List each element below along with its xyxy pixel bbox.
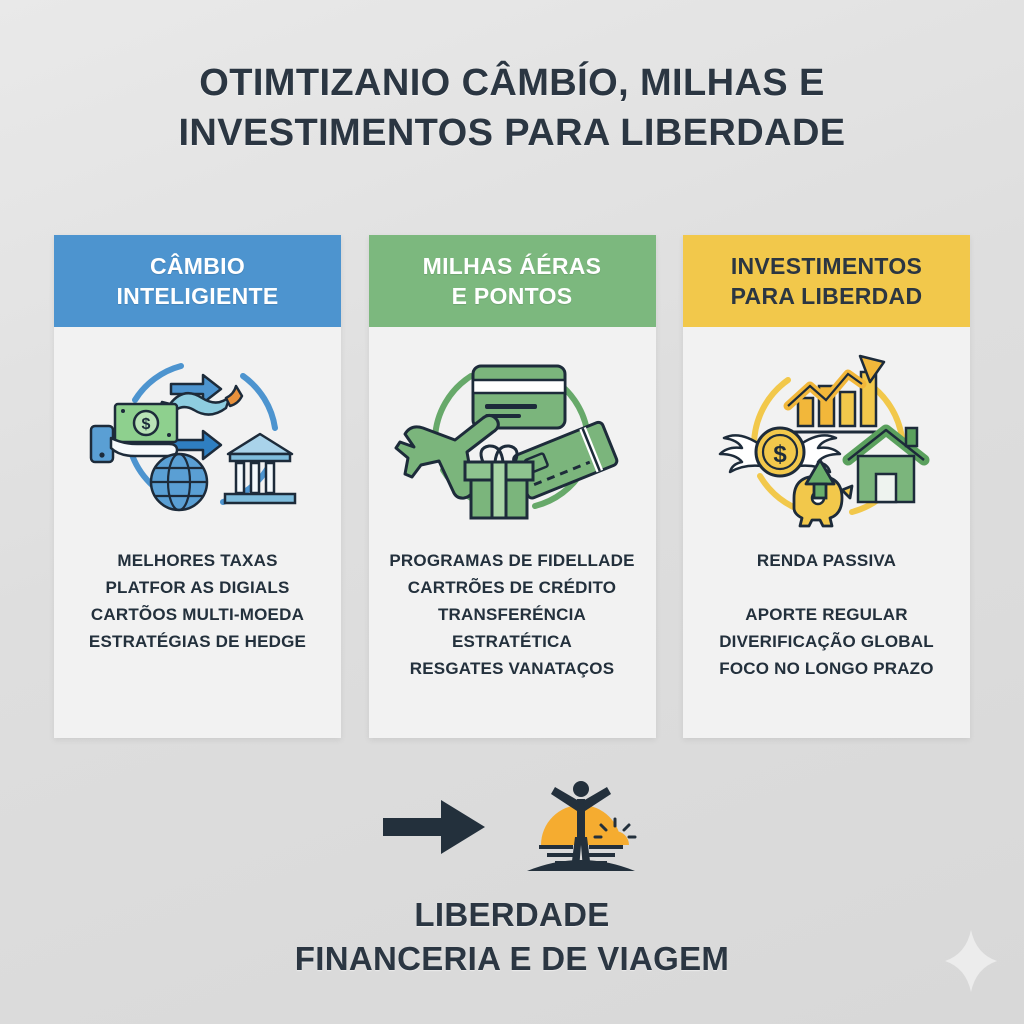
list-item: APORTE REGULAR bbox=[745, 605, 908, 624]
bank-building-icon bbox=[223, 432, 296, 505]
list-item: PLATFOR AS DIGIALS bbox=[105, 578, 290, 597]
card-cambio-header-line-1: CÂMBIO bbox=[149, 253, 246, 279]
card-cambio-header: CÂMBIO INTELIGIENTE bbox=[54, 235, 341, 327]
card-investimentos-header-line-2: PARA LIBERDAD bbox=[730, 283, 923, 309]
list-item: CARTÕOS MULTI-MOEDA bbox=[90, 605, 305, 624]
growth-bar-chart-icon bbox=[783, 354, 885, 434]
list-item: DIVERIFICAÇÃO GLOBAL bbox=[719, 632, 934, 651]
airplane-icon bbox=[394, 413, 500, 500]
currency-exchange-icon-cluster: $ bbox=[54, 327, 341, 537]
list-item: PROGRAMAS DE FIDELLADE bbox=[389, 551, 635, 570]
card-milhas-list: PROGRAMAS DE FIDELLADE CARTRÕES DE CRÉDI… bbox=[369, 537, 656, 738]
pillar-cards-row: CÂMBIO INTELIGIENTE bbox=[54, 235, 970, 738]
list-item: RESGATES VANATAÇOS bbox=[409, 659, 615, 678]
page-title-line-1: OTIMTIZANIO CÂMBÍO, MILHAS E bbox=[199, 62, 825, 104]
card-investimentos[interactable]: INVESTIMENTOS PARA LIBERDAD bbox=[683, 235, 970, 738]
miles-points-icon-cluster bbox=[369, 327, 656, 537]
person-arms-raised-sunrise-icon bbox=[517, 775, 645, 884]
outcome-row bbox=[0, 775, 1024, 884]
piggy-bank-icon bbox=[792, 458, 853, 528]
card-cambio-list: MELHORES TAXAS PLATFOR AS DIGIALS CARTÕO… bbox=[54, 537, 341, 738]
page-title-line-2: INVESTIMENTOS PARA LIBERDADE bbox=[178, 112, 846, 154]
gift-box-icon bbox=[463, 444, 535, 520]
card-investimentos-header: INVESTIMENTOS PARA LIBERDAD bbox=[683, 235, 970, 327]
list-item: CARTRÕES DE CRÉDITO bbox=[407, 578, 617, 597]
hand-holding-cash-icon: $ bbox=[89, 402, 178, 464]
card-cambio[interactable]: CÂMBIO INTELIGIENTE bbox=[54, 235, 341, 738]
list-item: RENDA PASSIVA bbox=[756, 551, 897, 570]
sparkle-icon bbox=[943, 928, 999, 994]
right-arrow-icon bbox=[379, 792, 489, 867]
svg-text:$: $ bbox=[141, 416, 150, 433]
card-milhas-header-line-2: E PONTOS bbox=[451, 283, 573, 309]
outcome-caption: LIBERDADE FINANCERIA E DE VIAGEM bbox=[0, 893, 1024, 981]
house-icon bbox=[842, 424, 929, 504]
list-item-spacer bbox=[691, 574, 962, 601]
list-item: ESTRATÉGIAS DE HEDGE bbox=[88, 632, 307, 651]
list-item: ESTRATÉTICA bbox=[452, 632, 572, 651]
list-item: MELHORES TAXAS bbox=[117, 551, 278, 570]
card-milhas-header-line-1: MILHAS ÁÉRAS bbox=[422, 253, 602, 279]
page-title: OTIMTIZANIO CÂMBÍO, MILHAS E INVESTIMENT… bbox=[0, 58, 1024, 158]
outcome-caption-line-2: FINANCERIA E DE VIAGEM bbox=[294, 940, 730, 977]
svg-text:$: $ bbox=[773, 441, 787, 468]
list-item: FOCO NO LONGO PRAZO bbox=[719, 659, 934, 678]
list-item: TRANSFERÉNCIA bbox=[437, 605, 587, 624]
card-milhas-header: MILHAS ÁÉRAS E PONTOS bbox=[368, 235, 656, 327]
card-investimentos-list: RENDA PASSIVA APORTE REGULAR DIVERIFICAÇ… bbox=[683, 537, 970, 738]
globe-icon bbox=[149, 452, 208, 512]
winged-coin-icon: $ bbox=[718, 426, 841, 478]
card-investimentos-header-line-1: INVESTIMENTOS bbox=[730, 253, 923, 279]
outcome-caption-line-1: LIBERDADE bbox=[414, 896, 610, 933]
card-cambio-header-line-2: INTELIGIENTE bbox=[116, 283, 279, 309]
investments-icon-cluster: $ bbox=[683, 327, 970, 537]
card-milhas[interactable]: MILHAS ÁÉRAS E PONTOS bbox=[368, 235, 656, 738]
